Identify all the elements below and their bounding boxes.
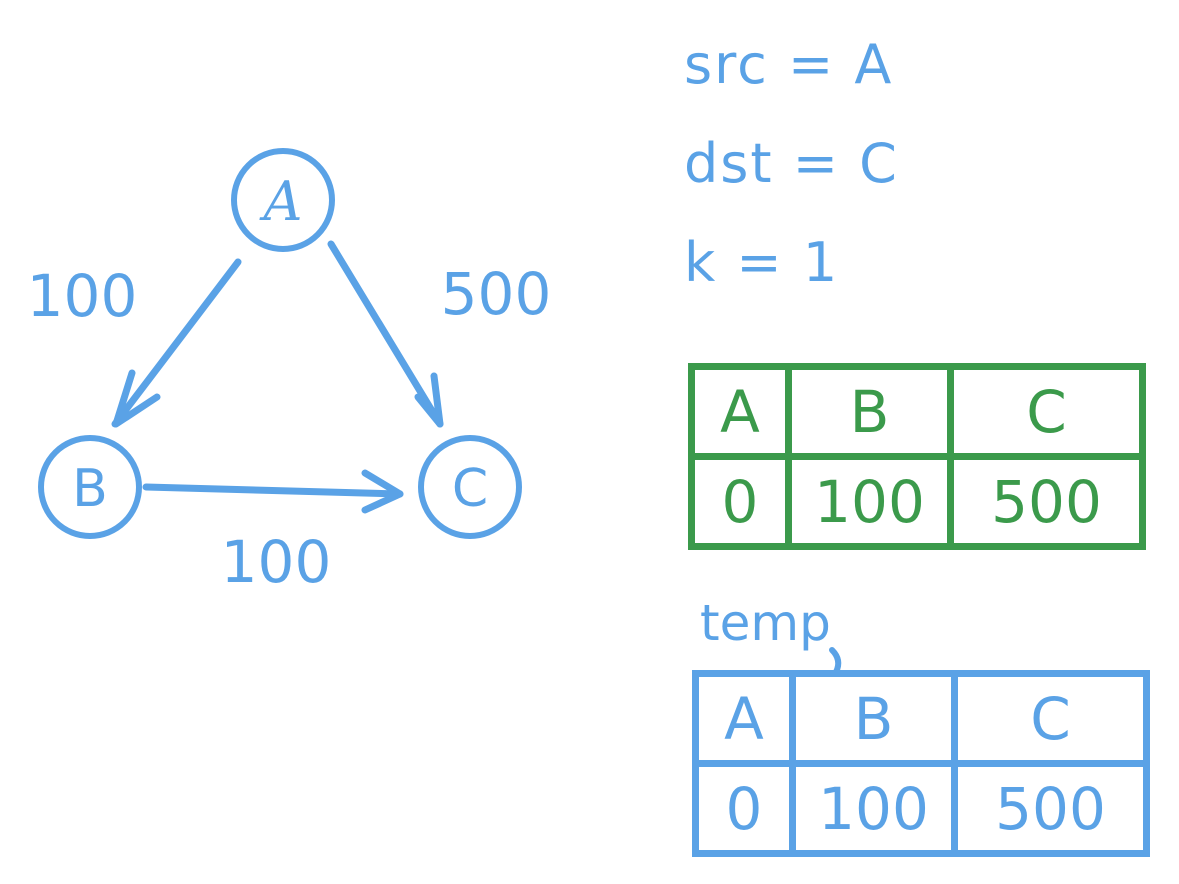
dist-value-c: 500 [947, 453, 1146, 550]
variable-k: k = 1 [684, 231, 840, 294]
edge-weight-a-c: 500 [441, 260, 552, 328]
edge-weight-a-b: 100 [27, 262, 138, 330]
arrowhead-icon [414, 372, 444, 428]
node-label: B [72, 459, 108, 519]
temp-header-c: C [951, 670, 1150, 767]
temp-header-b: B [789, 670, 958, 767]
temp-header-a: A [692, 670, 796, 767]
dist-value-a: 0 [688, 453, 792, 550]
dist-table-header-row: A B C [688, 363, 1146, 460]
arrowhead-icon [112, 369, 161, 428]
node-label: A [259, 170, 303, 233]
temp-value-b: 100 [789, 760, 958, 857]
edge-a-c [327, 240, 444, 428]
node-a: A [231, 148, 335, 252]
node-c: C [418, 435, 522, 539]
dist-header-c: C [947, 363, 1146, 460]
temp-label: temp [700, 594, 831, 652]
dist-header-b: B [785, 363, 954, 460]
edge-weight-b-c: 100 [221, 528, 332, 596]
arrowhead-icon [361, 469, 404, 514]
dist-table: A B C 0 100 500 [688, 363, 1146, 550]
temp-table: A B C 0 100 500 [692, 670, 1150, 857]
temp-table-value-row: 0 100 500 [692, 760, 1150, 857]
temp-value-c: 500 [951, 760, 1150, 857]
dist-value-b: 100 [785, 453, 954, 550]
temp-label-connector [829, 647, 842, 675]
temp-table-header-row: A B C [692, 670, 1150, 767]
dist-table-value-row: 0 100 500 [688, 453, 1146, 550]
temp-value-a: 0 [692, 760, 796, 857]
edge-b-c [142, 469, 404, 514]
node-b: B [38, 435, 142, 539]
edge-a-b [111, 258, 242, 428]
node-label: C [452, 459, 488, 519]
variable-dst: dst = C [684, 132, 899, 195]
variable-src: src = A [684, 33, 894, 96]
dist-header-a: A [688, 363, 792, 460]
